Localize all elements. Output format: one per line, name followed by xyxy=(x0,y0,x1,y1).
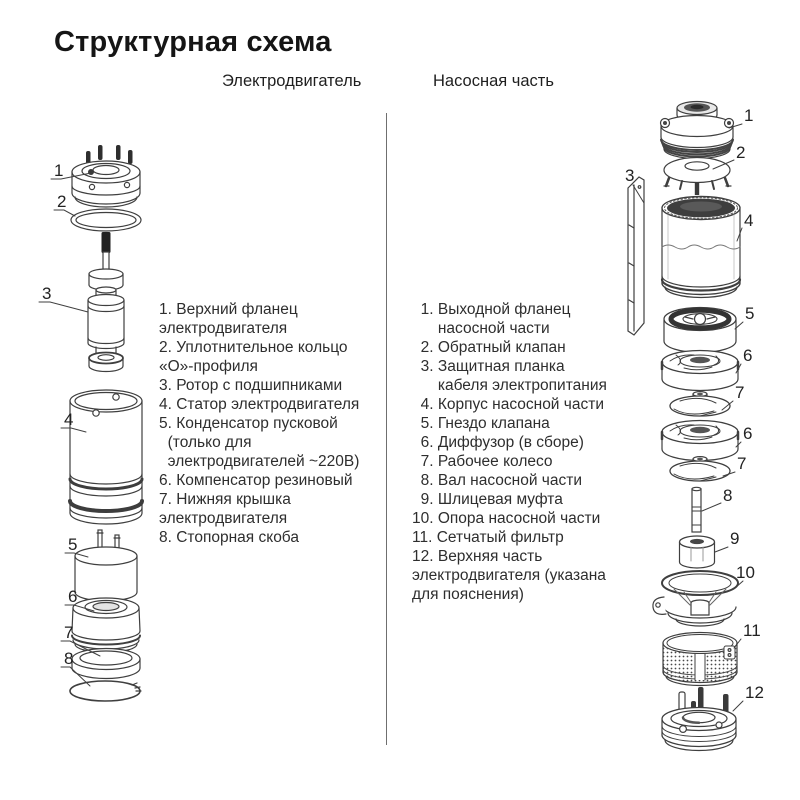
motor-part-rotor xyxy=(87,232,125,373)
motor-part-compensator xyxy=(71,597,141,654)
pump-part-shaft xyxy=(691,486,702,533)
list-item: 10. Опора насосной части xyxy=(412,510,601,527)
pump-part-outlet-flange xyxy=(659,100,735,160)
list-item: 12. Верхняя часть электродвигателя (указ… xyxy=(412,548,606,603)
pump-callout-8: 8 xyxy=(723,486,732,505)
motor-callout-7: 7 xyxy=(64,623,73,642)
pump-part-housing xyxy=(660,195,742,299)
motor-callout-3: 3 xyxy=(42,284,51,303)
pump-part-valve-seat xyxy=(663,306,737,354)
list-item: 7. Нижняя крышка электродвигателя xyxy=(159,491,291,527)
motor-callout-4: 4 xyxy=(64,410,73,429)
motor-callout-5: 5 xyxy=(68,535,77,554)
list-item: 3. Защитная планка кабеля электропитания xyxy=(420,358,607,394)
pump-callout-3: 3 xyxy=(625,166,634,185)
pump-exploded-diagram: 1 2 3 4 5 6 7 6 7 8 9 10 11 12 xyxy=(625,100,764,752)
pump-callout-10: 10 xyxy=(736,563,755,582)
motor-part-capacitor xyxy=(74,529,138,602)
pump-part-spline-coupling xyxy=(678,535,716,569)
motor-callout-1: 1 xyxy=(54,161,63,180)
pump-part-impeller-1 xyxy=(669,391,731,417)
pump-column-header: Насосная часть xyxy=(433,72,554,90)
pump-callout-2: 2 xyxy=(736,143,745,162)
motor-exploded-diagram: 1 2 3 4 5 6 7 8 xyxy=(38,145,144,702)
pump-callout-7b: 7 xyxy=(737,454,746,473)
pump-callout-6b: 6 xyxy=(743,424,752,443)
pump-parts-list: 1. Выходной фланец насосной части 2. Обр… xyxy=(412,300,650,604)
pump-part-motor-top xyxy=(661,687,737,752)
list-item: 4. Корпус насосной части xyxy=(412,396,604,413)
list-item: 8. Вал насосной части xyxy=(412,472,582,489)
list-item: 2. Уплотнительное кольцо «О»-профиля xyxy=(159,339,348,375)
pump-callout-1: 1 xyxy=(744,106,753,125)
motor-part-top-flange xyxy=(71,145,141,208)
pump-callout-6: 6 xyxy=(743,346,752,365)
motor-part-retaining-clip xyxy=(69,680,142,702)
list-item: 2. Обратный клапан xyxy=(412,339,566,356)
motor-parts-list: 1. Верхний фланец электродвигателя 2. Уп… xyxy=(159,300,391,547)
pump-callout-4: 4 xyxy=(744,211,753,230)
pump-callout-9: 9 xyxy=(730,529,739,548)
list-item: 1. Выходной фланец насосной части xyxy=(420,301,571,337)
list-item: 7. Рабочее колесо xyxy=(412,453,553,470)
list-item: 9. Шлицевая муфта xyxy=(412,491,563,508)
pump-part-impeller-2 xyxy=(669,456,731,482)
page-title: Структурная схема xyxy=(54,26,332,58)
pump-part-cable-guard xyxy=(627,176,645,336)
motor-callout-8: 8 xyxy=(64,649,73,668)
pump-part-support xyxy=(652,570,739,627)
column-divider-line xyxy=(386,113,387,745)
pump-callout-leaders xyxy=(632,123,744,712)
list-item: 5. Гнездо клапана xyxy=(412,415,550,432)
motor-callout-2: 2 xyxy=(57,192,66,211)
pump-part-diffuser-1 xyxy=(660,349,740,392)
motor-part-stator xyxy=(68,389,144,525)
list-item: 11. Сетчатый фильтр xyxy=(412,529,564,546)
pump-part-check-valve xyxy=(663,156,732,195)
pump-callout-5: 5 xyxy=(745,304,754,323)
list-item: 4. Статор электродвигателя xyxy=(159,396,360,413)
pump-part-diffuser-2 xyxy=(660,419,740,462)
list-item: 8. Стопорная скоба xyxy=(159,529,299,546)
motor-callout-leaders xyxy=(38,172,101,687)
motor-part-bottom-cover xyxy=(71,647,141,680)
list-item: 6. Компенсатор резиновый xyxy=(159,472,353,489)
motor-part-oring xyxy=(70,208,142,232)
list-item: 5. Конденсатор пусковой (только для элек… xyxy=(159,415,360,470)
list-item: 6. Диффузор (в сборе) xyxy=(412,434,584,451)
pump-callout-11: 11 xyxy=(743,621,761,640)
pump-part-strainer xyxy=(662,631,738,687)
pump-callout-12: 12 xyxy=(745,683,764,702)
motor-column-header: Электродвигатель xyxy=(222,72,362,90)
list-item: 1. Верхний фланец электродвигателя xyxy=(159,301,298,337)
motor-callout-6: 6 xyxy=(68,587,77,606)
list-item: 3. Ротор с подшипниками xyxy=(159,377,343,394)
pump-callout-7: 7 xyxy=(735,383,744,402)
